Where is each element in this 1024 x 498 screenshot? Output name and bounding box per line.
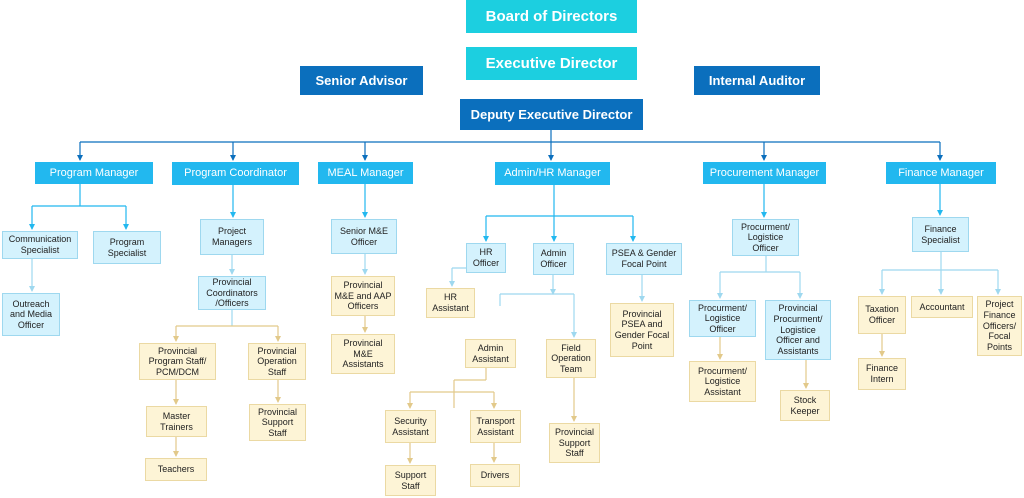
internal-auditor-box: Internal Auditor: [694, 66, 820, 95]
board-of-directors-box: Board of Directors: [466, 0, 637, 33]
finance-specialist-box: Finance Specialist: [912, 217, 969, 252]
drivers-box: Drivers: [470, 464, 520, 487]
senior-advisor-box: Senior Advisor: [300, 66, 423, 95]
psea-gender-focal-box: PSEA & Gender Focal Point: [606, 243, 682, 275]
provincial-coordinators-box: Provincial Coordinators /Officers: [198, 276, 266, 310]
security-assistant-box: Security Assistant: [385, 410, 436, 443]
stock-keeper-box: Stock Keeper: [780, 390, 830, 421]
senior-me-officer-box: Senior M&E Officer: [331, 219, 397, 254]
provincial-procurement-officer-box: Provincial Procurment/ Logistice Officer…: [765, 300, 831, 360]
provincial-program-staff-box: Provincial Program Staff/ PCM/DCM: [139, 343, 216, 380]
admin-officer-box: Admin Officer: [533, 243, 574, 275]
provincial-me-aap-box: Provincial M&E and AAP Officers: [331, 276, 395, 316]
taxation-officer-box: Taxation Officer: [858, 296, 906, 334]
provincial-operation-staff-box: Provincial Operation Staff: [248, 343, 306, 380]
procurement-logistics-officer-2-box: Procurment/ Logistice Officer: [689, 300, 756, 337]
support-staff-box: Support Staff: [385, 465, 436, 496]
meal-manager-box: MEAL Manager: [318, 162, 413, 184]
project-finance-officers-box: Project Finance Officers/ Focal Points: [977, 296, 1022, 356]
provincial-support-staff-admin-box: Provincial Support Staff: [549, 423, 600, 463]
provincial-me-assistants-box: Provincial M&E Assistants: [331, 334, 395, 374]
procurement-logistics-assistant-box: Procurment/ Logistice Assistant: [689, 361, 756, 402]
program-specialist-box: Program Specialist: [93, 231, 161, 264]
master-trainers-box: Master Trainers: [146, 406, 207, 437]
field-operation-team-box: Field Operation Team: [546, 339, 596, 378]
executive-director-box: Executive Director: [466, 47, 637, 80]
hr-assistant-box: HR Assistant: [426, 288, 475, 318]
deputy-executive-director-box: Deputy Executive Director: [460, 99, 643, 130]
provincial-psea-box: Provincial PSEA and Gender Focal Point: [610, 303, 674, 357]
project-managers-box: Project Managers: [200, 219, 264, 255]
accountant-box: Accountant: [911, 296, 973, 318]
procurement-manager-box: Procurement Manager: [703, 162, 826, 184]
admin-assistant-box: Admin Assistant: [465, 339, 516, 368]
admin-hr-manager-box: Admin/HR Manager: [495, 162, 610, 185]
finance-manager-box: Finance Manager: [886, 162, 996, 184]
finance-intern-box: Finance Intern: [858, 358, 906, 390]
provincial-support-staff-pc-box: Provincial Support Staff: [249, 404, 306, 441]
teachers-box: Teachers: [145, 458, 207, 481]
outreach-media-officer-box: Outreach and Media Officer: [2, 293, 60, 336]
communication-specialist-box: Communication Specialist: [2, 231, 78, 259]
procurement-logistics-officer-box: Procurment/ Logistice Officer: [732, 219, 799, 256]
program-coordinator-box: Program Coordinator: [172, 162, 299, 185]
transport-assistant-box: Transport Assistant: [470, 410, 521, 443]
hr-officer-box: HR Officer: [466, 243, 506, 273]
program-manager-box: Program Manager: [35, 162, 153, 184]
